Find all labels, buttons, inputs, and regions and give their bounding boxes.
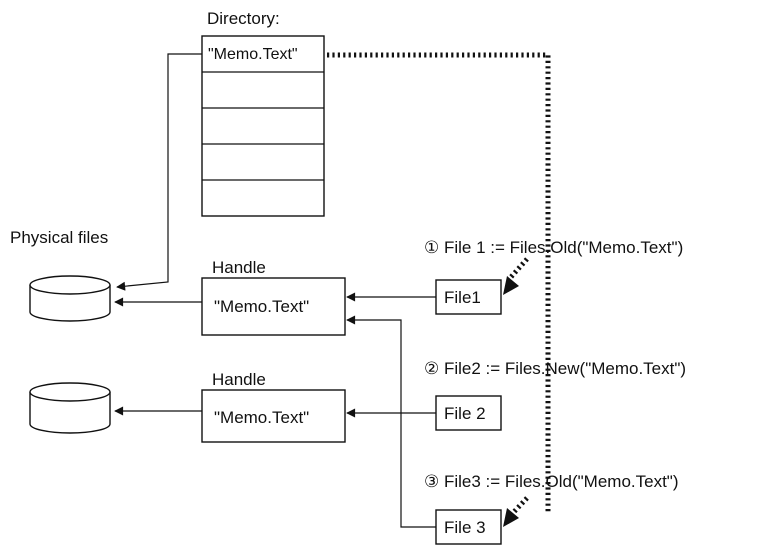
step1-dotted-arrowhead xyxy=(503,276,519,295)
handle-name-2: "Memo.Text" xyxy=(214,408,309,427)
step3-dotted-pointer xyxy=(509,496,529,517)
directory-entry: "Memo.Text" xyxy=(208,46,298,63)
step-1-label: ① File 1 := Files.Old("Memo.Text") xyxy=(424,238,683,257)
directory-to-disk-arrow xyxy=(116,53,202,291)
disk-icon-2 xyxy=(29,382,111,434)
directory-table: "Memo.Text" xyxy=(201,35,325,217)
step1-dotted-pointer xyxy=(509,257,529,279)
directory-label: Directory: xyxy=(207,9,280,28)
handle-name-1: "Memo.Text" xyxy=(214,297,309,316)
file3-to-handle1-arrow xyxy=(346,315,436,528)
handle-label-2: Handle xyxy=(212,370,266,389)
disk-icon-1 xyxy=(29,275,111,322)
handle-label-1: Handle xyxy=(212,258,266,277)
step3-dotted-arrowhead xyxy=(503,508,519,527)
file3-label: File 3 xyxy=(444,518,486,537)
step-2-label: ② File2 := Files.New("Memo.Text") xyxy=(424,359,686,378)
physical-files-label: Physical files xyxy=(10,228,108,247)
file1-label: File1 xyxy=(444,288,481,307)
reference-arrows xyxy=(114,53,436,528)
file2-label: File 2 xyxy=(444,404,486,423)
file1-box xyxy=(435,279,502,315)
lookup-dotted-line xyxy=(327,52,551,512)
step-3-label: ③ File3 := Files.Old("Memo.Text") xyxy=(424,472,679,491)
handle-box-1 xyxy=(201,277,346,336)
lookup-dotted-path xyxy=(327,52,551,527)
directory-frame xyxy=(201,35,325,217)
handle-box-2 xyxy=(201,389,346,443)
